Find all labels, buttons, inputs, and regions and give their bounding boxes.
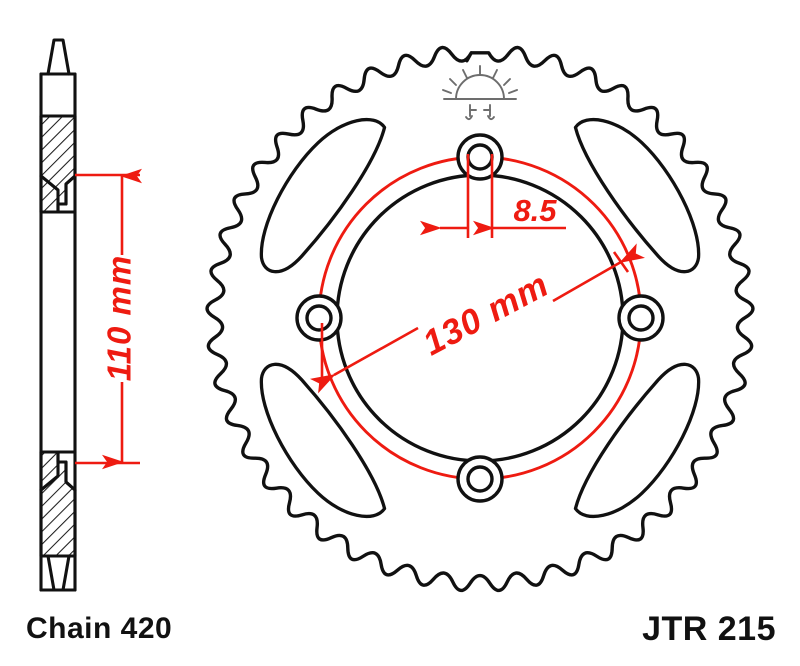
section-hatch-lower	[39, 450, 77, 558]
dimension-label-110mm: 110 mm	[101, 255, 138, 381]
cutout-upper-right	[573, 118, 701, 274]
dimension-overall-diameter	[75, 168, 143, 470]
cutout-lower-left	[259, 362, 387, 518]
side-profile-view	[39, 38, 77, 592]
section-hatch-upper	[39, 114, 77, 214]
bolt-hole-top	[456, 133, 504, 181]
cutout-upper-left	[259, 118, 387, 274]
bolt-holes	[295, 133, 665, 503]
dimension-bolt-hole-bore	[419, 154, 566, 238]
bolt-hole-right	[617, 294, 665, 342]
sprocket-face-view	[205, 45, 755, 593]
chain-size-label: Chain 420	[26, 612, 173, 645]
cutout-lower-right	[573, 362, 701, 518]
dimension-label-130mm: 130 mm	[417, 265, 556, 363]
dimension-bolt-circle-diameter	[309, 243, 645, 394]
lightening-cutouts	[259, 118, 701, 518]
bolt-hole-bottom	[456, 455, 504, 503]
bolt-hole-left	[295, 294, 343, 342]
sunburst-stamp	[442, 65, 518, 121]
dimension-label-8-5: 8.5	[513, 193, 557, 228]
sprocket-teeth	[205, 45, 755, 593]
part-number-label: JTR 215	[642, 610, 776, 648]
